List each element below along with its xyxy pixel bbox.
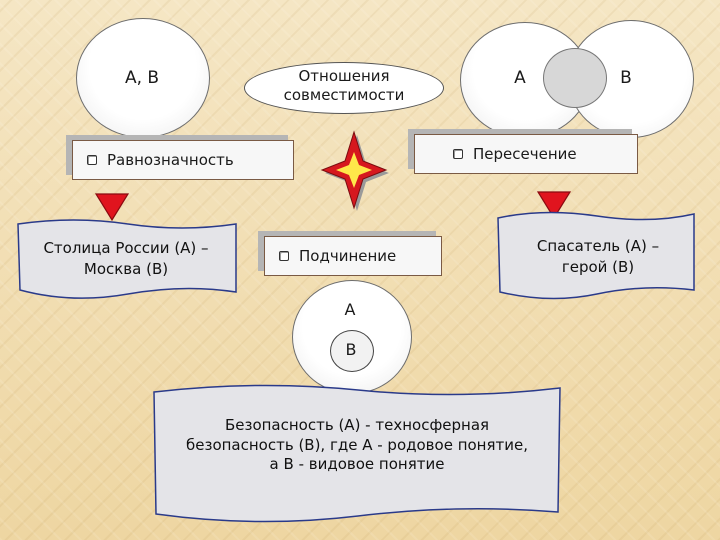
intersection-example-banner: [497, 211, 695, 300]
four-point-star-icon: [320, 130, 389, 211]
equivalence-box-label: Равнозначность: [107, 151, 234, 169]
intersection-box-label: Пересечение: [473, 145, 577, 163]
equivalence-circle-label: A, B: [124, 68, 160, 88]
subordination-outer-label: A: [344, 300, 356, 319]
square-bullet-icon: [453, 149, 463, 159]
equivalence-circle: [76, 18, 210, 138]
equivalence-example-text: Столица России (А) – Москва (В): [43, 239, 209, 278]
intersection-box: Пересечение: [414, 134, 638, 174]
subordination-box-label: Подчинение: [299, 247, 397, 265]
compatibility-ellipse-label: Отношения совместимости: [283, 67, 405, 104]
triangle-down-icon: [536, 191, 572, 220]
triangle-down-icon: [94, 193, 130, 222]
compatibility-ellipse: [244, 62, 444, 114]
intersection-label-b: B: [620, 68, 632, 88]
equivalence-example-banner: [17, 219, 237, 299]
square-bullet-icon: [87, 155, 97, 165]
subordination-inner-circle: [330, 330, 374, 372]
square-bullet-icon: [279, 251, 289, 261]
subordination-example-text: Безопасность (А) - техносферная безопасн…: [185, 416, 528, 473]
subordination-box: Подчинение: [264, 236, 442, 276]
intersection-label-a: A: [514, 68, 526, 88]
equivalence-box: Равнозначность: [72, 140, 294, 180]
intersection-example-text: Спасатель (А) – герой (В): [536, 237, 660, 276]
subordination-example-banner: [153, 384, 561, 523]
intersection-overlap: [543, 48, 607, 108]
subordination-inner-label: B: [345, 340, 357, 359]
